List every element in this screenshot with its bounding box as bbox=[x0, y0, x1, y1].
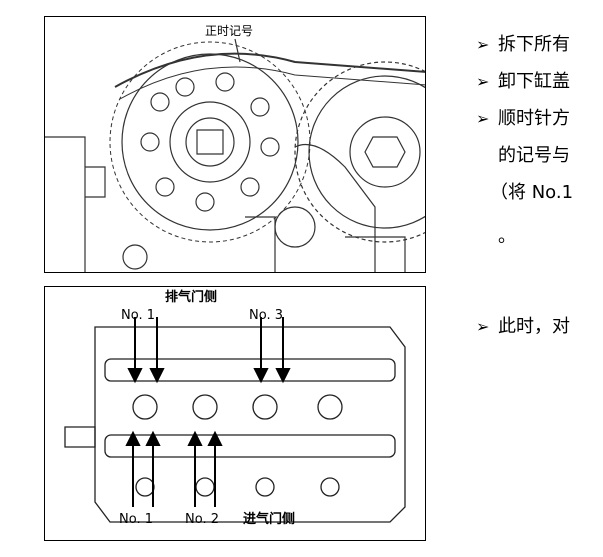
cylinder-head-figure: 排气门侧 No. 1 No. 3 No. 1 No. 2 进气门侧 bbox=[44, 286, 426, 541]
no3-top-label: No. 3 bbox=[249, 308, 283, 323]
no1-bottom-label: No. 1 bbox=[119, 512, 153, 527]
step-3-text: 顺时针方 bbox=[498, 108, 570, 129]
cylinder-head-drawing bbox=[64, 317, 406, 523]
step-3: ➢ 顺时针方 bbox=[476, 108, 570, 130]
step-2-text: 卸下缸盖 bbox=[498, 71, 570, 92]
step-3-continuation-3: 。 bbox=[498, 226, 516, 247]
step-3-continuation-1: 的记号与 bbox=[498, 145, 570, 166]
intake-side-label: 进气门侧 bbox=[243, 512, 296, 527]
step-1: ➢ 拆下所有 bbox=[476, 34, 570, 56]
timing-mark-label: 正时记号 bbox=[205, 24, 254, 38]
bullet-arrow-icon: ➢ bbox=[476, 35, 490, 54]
step-4-text: 此时，对 bbox=[498, 316, 570, 337]
step-2: ➢ 卸下缸盖 bbox=[476, 71, 570, 93]
exhaust-side-label: 排气门侧 bbox=[165, 290, 218, 305]
bullet-arrow-icon: ➢ bbox=[476, 109, 490, 128]
step-1-text: 拆下所有 bbox=[498, 34, 570, 55]
no2-bottom-label: No. 2 bbox=[185, 512, 219, 527]
step-4: ➢ 此时，对 bbox=[476, 316, 570, 338]
bullet-arrow-icon: ➢ bbox=[476, 72, 490, 91]
timing-chain-figure: 正时记号 bbox=[44, 16, 426, 273]
bullet-arrow-icon: ➢ bbox=[476, 317, 490, 336]
step-3-continuation-2: （将 No.1 bbox=[490, 182, 574, 203]
timing-chain-drawing bbox=[45, 38, 425, 272]
no1-top-label: No. 1 bbox=[121, 308, 155, 323]
